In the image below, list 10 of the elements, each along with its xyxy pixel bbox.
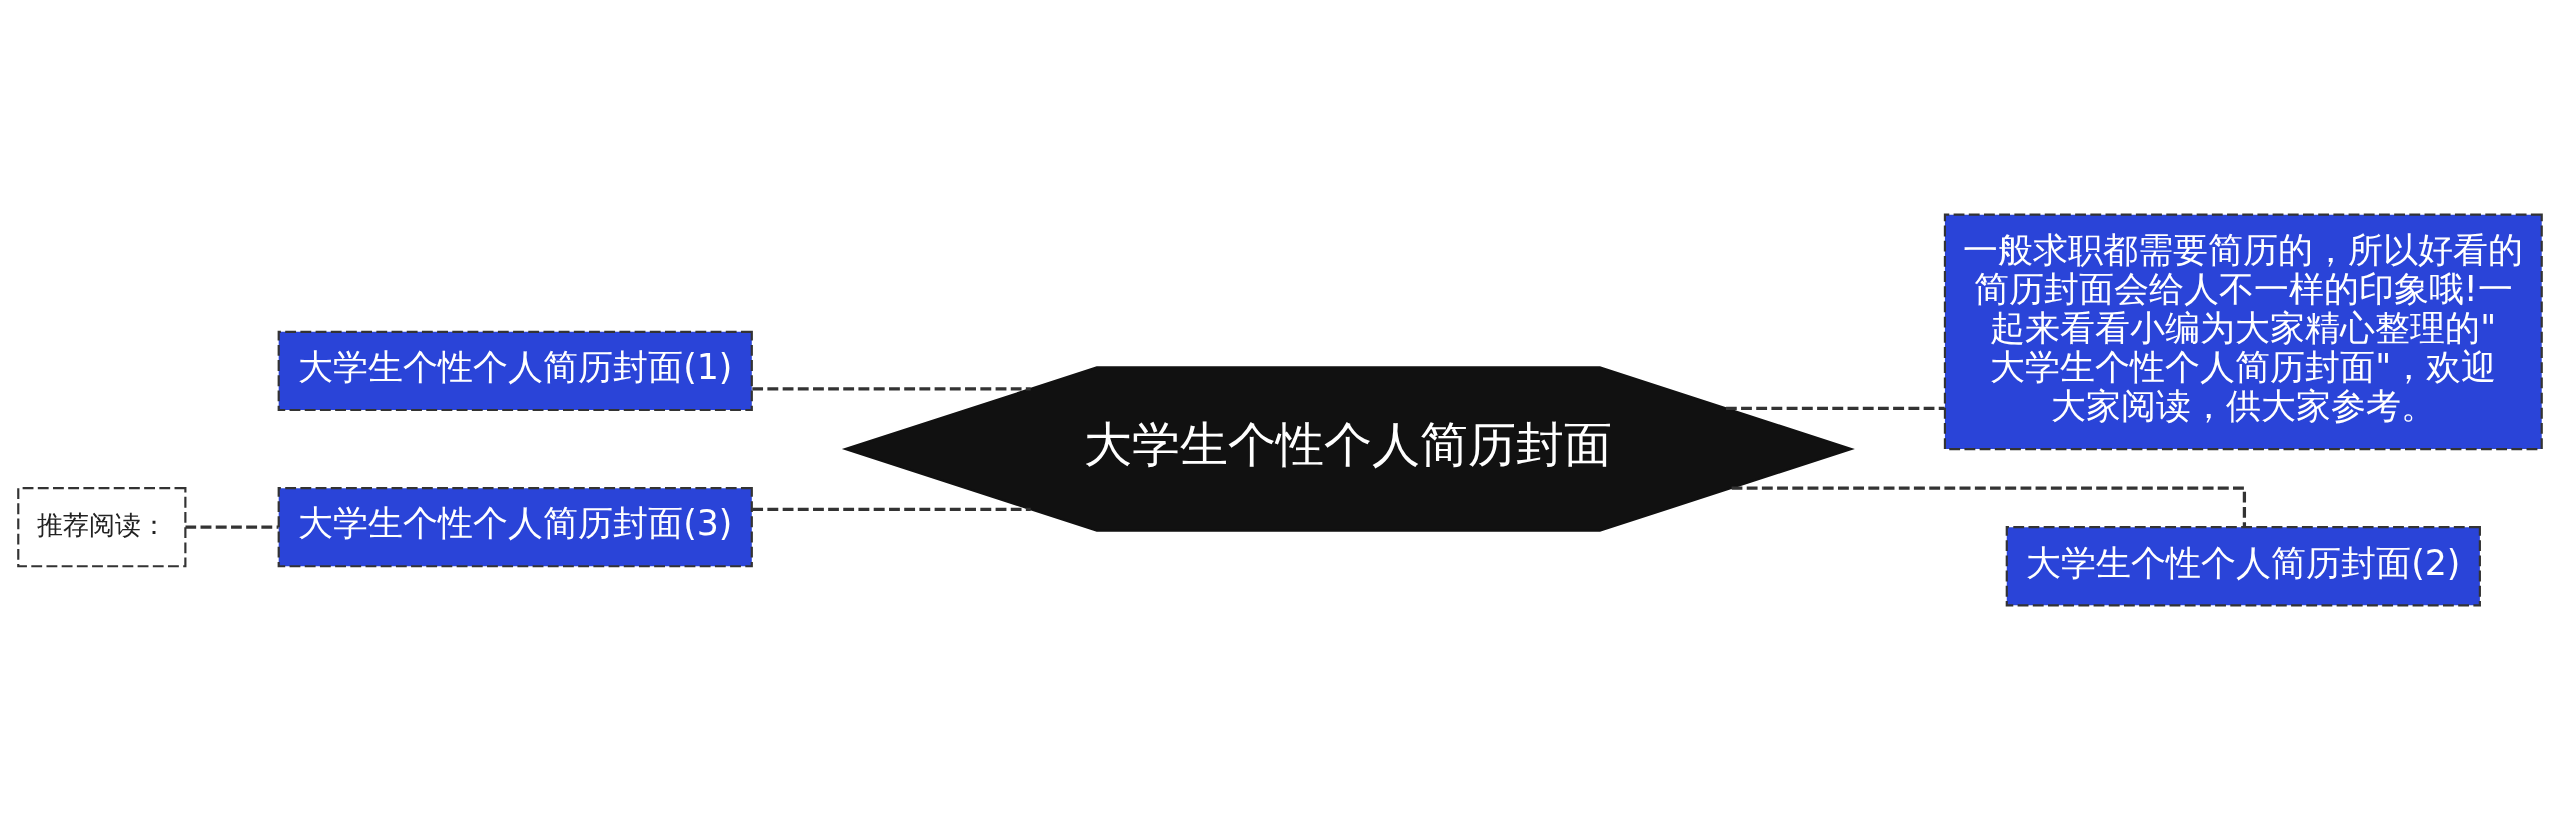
connector: [1725, 406, 1945, 410]
connector: [752, 507, 1031, 511]
node-box: 大学生个性个人简历封面(3): [277, 486, 753, 567]
node-box: 推荐阅读：: [17, 486, 187, 567]
connector: [1731, 486, 2247, 526]
connector: [752, 386, 1031, 390]
node-box: 一般求职都需要简历的，所以好看的简历封面会给人不一样的印象哦!一起来看看小编为大家精心整理的"大学生个性个人简历封面"，欢迎大家阅读，供大家参考。: [1943, 213, 2543, 450]
node-box: 大学生个性个人简历封面(2): [2005, 525, 2481, 606]
connector: [185, 525, 279, 529]
node-box: 大学生个性个人简历封面(1): [277, 330, 753, 411]
